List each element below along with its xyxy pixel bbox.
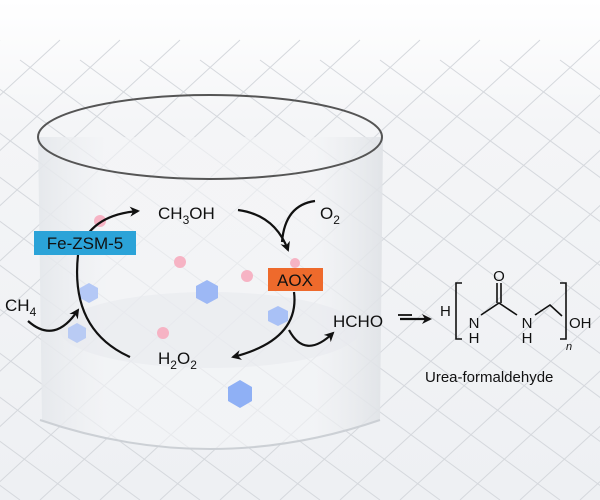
grid-line (339, 260, 600, 500)
catalyst-label: Fe-ZSM-5 (47, 234, 124, 253)
arrow-methanol-to-aox (237, 208, 290, 252)
grid-line (0, 396, 141, 500)
arrow-to-hcho (288, 329, 335, 347)
oxygen-label: O2 (320, 204, 340, 227)
svg-text:H: H (469, 330, 480, 347)
urea-formaldehyde-structure: H O N H N H OH n (440, 268, 592, 353)
svg-text:O: O (493, 268, 505, 285)
arrow-methane-in (27, 308, 80, 332)
grid-line (399, 315, 600, 500)
svg-text:H: H (522, 330, 533, 347)
polymer-name-label: Urea-formaldehyde (425, 369, 553, 386)
svg-text:OH: OH (569, 315, 592, 332)
enzyme-label: AOX (277, 271, 313, 290)
peroxide-label: H2O2 (158, 349, 197, 372)
methane-label: CH4 (5, 296, 37, 319)
glass-cylinder (37, 94, 383, 450)
particles (68, 215, 300, 408)
svg-text:H: H (440, 303, 451, 320)
catalyst-box (34, 231, 136, 255)
arrow-h2o2-to-methanol (76, 206, 140, 359)
formaldehyde-label: HCHO (333, 312, 383, 331)
enzyme-box (268, 268, 323, 291)
svg-text:N: N (522, 315, 533, 332)
grid-line (319, 59, 600, 266)
grid-line (439, 59, 600, 178)
svg-text:N: N (469, 315, 480, 332)
grid-line (259, 59, 600, 310)
reaction-arrows (27, 199, 432, 360)
grid-line (459, 370, 600, 500)
arrow-oxygen-in (280, 199, 316, 243)
grid-line (199, 59, 600, 354)
grid-line (379, 59, 600, 222)
svg-text:n: n (566, 341, 572, 353)
grid-line (139, 59, 600, 398)
methanol-label: CH3OH (158, 204, 215, 227)
arrow-aox-to-h2o2 (231, 291, 296, 360)
